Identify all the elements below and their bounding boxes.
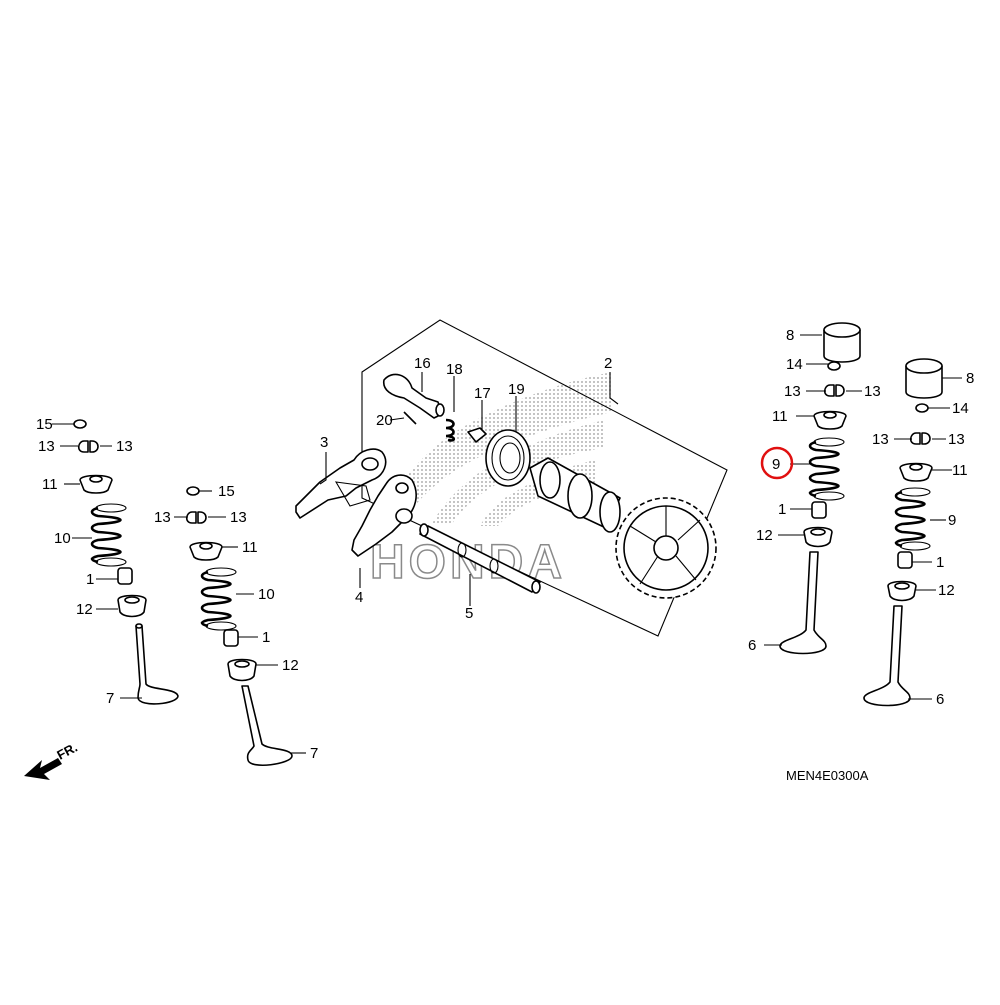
spring-retainer-11-b [899, 462, 933, 482]
valve-lifter-8-a [823, 329, 861, 363]
left-intake-valve-stack [73, 419, 179, 705]
leader-lines [52, 334, 962, 754]
rocker-arm-3 [295, 448, 387, 519]
rocker-shaft-5 [419, 523, 541, 594]
callout-6-a: 6 [748, 637, 756, 654]
callout-2: 2 [604, 355, 612, 372]
stem-seal-1-left2 [223, 629, 239, 647]
callout-1-left2: 1 [262, 629, 270, 646]
stem-seal-1-b [897, 551, 913, 569]
callout-9-a-highlighted: 9 [772, 456, 780, 473]
callout-11-a: 11 [772, 408, 788, 425]
callout-13-left-b: 13 [116, 438, 133, 455]
pin-20 [403, 411, 417, 425]
cotter-15-left [73, 419, 87, 429]
callout-12-b: 12 [938, 582, 955, 599]
cam-sprocket [615, 497, 717, 599]
cotter-13-left-b [89, 440, 99, 453]
callout-13-left2-b: 13 [230, 509, 247, 526]
callout-13-left-a: 13 [38, 438, 55, 455]
valve-spring-10-left [90, 503, 127, 567]
callout-7-left2: 7 [310, 745, 318, 762]
highlight-ring [760, 446, 794, 480]
callout-9-b: 9 [948, 512, 956, 529]
valve-7-left2 [241, 685, 293, 767]
rocker-arm-4 [351, 474, 417, 557]
callout-12-left: 12 [76, 601, 93, 618]
callout-3: 3 [320, 434, 328, 451]
callout-8-a: 8 [786, 327, 794, 344]
callout-13-a1: 13 [784, 383, 801, 400]
shim-14-b [915, 403, 929, 413]
cotter-15-left2 [186, 486, 200, 496]
spring-retainer-11-left [79, 474, 113, 494]
valve-spring-9-b [894, 487, 931, 551]
callout-10-left: 10 [54, 530, 71, 547]
callout-13-b1: 13 [872, 431, 889, 448]
callout-7-left: 7 [106, 690, 114, 707]
callout-13-left2-a: 13 [154, 509, 171, 526]
callout-12-left2: 12 [282, 657, 299, 674]
valve-6-a [779, 551, 827, 655]
callout-8-b: 8 [966, 370, 974, 387]
stem-seal-1-left [117, 567, 133, 585]
callout-5: 5 [465, 605, 473, 622]
spring-retainer-11-left2 [189, 541, 223, 561]
valve-7-left [135, 625, 179, 705]
right-exhaust-valve-stack-a [779, 322, 861, 655]
callout-15-left2: 15 [218, 483, 235, 500]
shim-14-a [827, 361, 841, 371]
callout-1-left: 1 [86, 571, 94, 588]
right-exhaust-valve-stack-b [863, 358, 943, 707]
callout-17: 17 [474, 385, 491, 402]
cotter-13-left-a [77, 440, 89, 453]
callout-13-a2: 13 [864, 383, 881, 400]
valve-6-b [863, 605, 911, 707]
callout-16: 16 [414, 355, 431, 372]
callout-6-b: 6 [936, 691, 944, 708]
callout-13-b2: 13 [948, 431, 965, 448]
callout-11-b: 11 [952, 462, 968, 479]
callout-labels: 15 13 13 11 10 1 12 7 15 13 13 11 10 1 1… [36, 327, 974, 762]
callout-20: 20 [376, 412, 393, 429]
callout-14-b: 14 [952, 400, 969, 417]
callout-1-b: 1 [936, 554, 944, 571]
valve-lifter-8-b [905, 365, 943, 399]
callout-4: 4 [355, 589, 363, 606]
callout-11-left: 11 [42, 476, 58, 493]
left-intake-valve-stack-2 [185, 486, 293, 767]
callout-10-left2: 10 [258, 586, 275, 603]
spring-retainer-11-a [813, 410, 847, 430]
diagram-code: MEN4E0300A [786, 768, 869, 783]
callout-19: 19 [508, 381, 525, 398]
camshaft [529, 457, 621, 533]
callout-1-a: 1 [778, 501, 786, 518]
valve-spring-10-left2 [200, 567, 237, 631]
stem-seal-1-a [811, 501, 827, 519]
bearing-19 [485, 429, 531, 487]
callout-15-left: 15 [36, 416, 53, 433]
front-direction-arrow: FR. [24, 740, 80, 780]
decomp-spring-18 [445, 418, 456, 442]
callout-12-a: 12 [756, 527, 773, 544]
valve-spring-9-a [808, 437, 845, 501]
callout-11-left2: 11 [242, 539, 258, 556]
decompressor-parts [382, 373, 487, 443]
callout-18: 18 [446, 361, 463, 378]
callout-14-a: 14 [786, 356, 803, 373]
decomp-lifter-17 [467, 427, 487, 443]
